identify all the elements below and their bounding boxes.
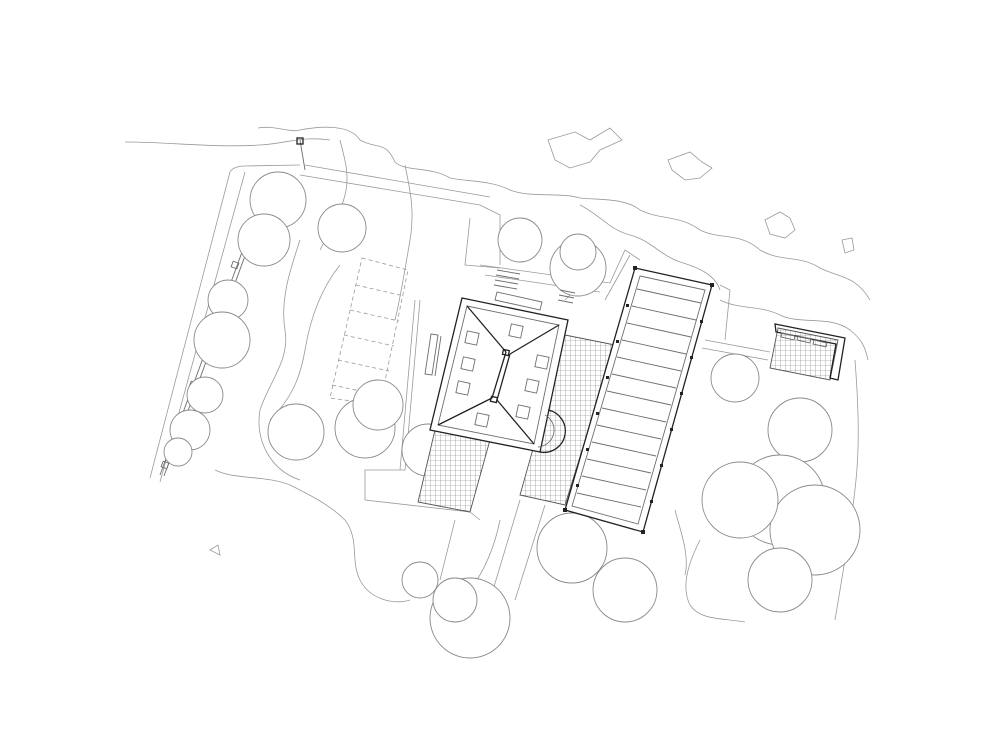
trees — [163, 171, 861, 659]
pavilion-right — [774, 323, 846, 381]
shrubs — [209, 127, 855, 556]
main-house — [424, 291, 569, 454]
vegetation-outlines — [124, 126, 871, 623]
pergola — [563, 266, 714, 534]
entry-steps — [493, 269, 576, 304]
site-boundary-and-paths — [149, 137, 771, 601]
paved-terraces — [417, 327, 839, 513]
